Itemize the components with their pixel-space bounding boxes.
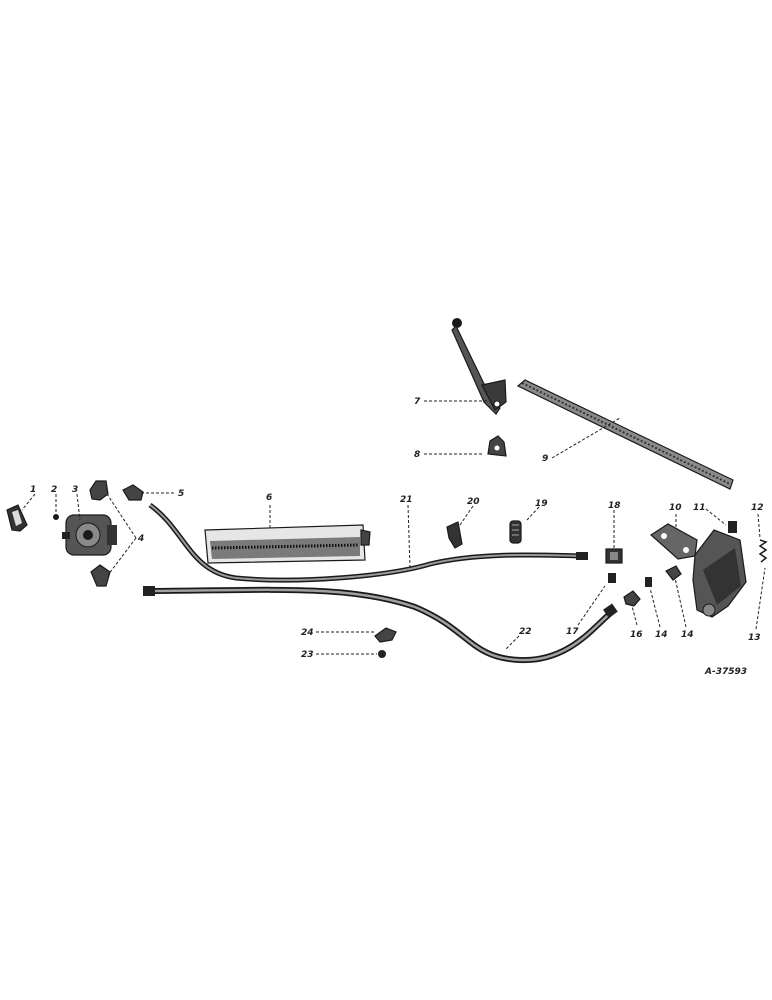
callout-14a: 14	[655, 630, 668, 640]
part-3-pump	[62, 514, 117, 556]
part-6-cooler	[204, 524, 371, 564]
part-22-tube	[143, 586, 618, 664]
callout-13: 13	[748, 633, 761, 643]
part-4-elbow-upper	[89, 480, 109, 501]
part-16-fitting	[623, 590, 641, 607]
callout-2: 2	[51, 485, 57, 495]
part-18-connector	[605, 548, 623, 564]
part-5-fitting	[122, 484, 144, 501]
reference-code: A-37593	[704, 667, 747, 677]
part-12-spring	[758, 539, 768, 563]
callout-24: 24	[301, 628, 314, 638]
part-4-elbow-lower	[90, 564, 111, 587]
callout-7: 7	[414, 397, 421, 407]
part-20-clip	[446, 521, 463, 549]
callout-10: 10	[669, 503, 682, 513]
part-1-gasket	[6, 504, 28, 532]
part-21-tube	[148, 502, 588, 583]
leader-lines	[21, 400, 766, 655]
callout-17: 17	[566, 627, 579, 637]
part-9-rod	[516, 379, 734, 490]
callout-20: 20	[467, 497, 480, 507]
callout-22: 22	[519, 627, 532, 637]
callout-4: 4	[137, 534, 144, 544]
callout-8: 8	[414, 450, 420, 460]
part-24-clamp	[374, 627, 397, 643]
callout-19: 19	[535, 499, 548, 509]
part-19-grommet	[509, 520, 522, 544]
callout-16: 16	[630, 630, 643, 640]
part-2-bolt	[53, 514, 59, 520]
callout-23: 23	[301, 650, 314, 660]
part-11-valve	[692, 521, 747, 618]
part-8-bracket	[487, 435, 507, 457]
callout-9: 9	[542, 454, 548, 464]
part-10-plate	[650, 523, 698, 560]
part-17-fitting	[608, 573, 616, 583]
part-14-fitting-a	[645, 577, 652, 587]
part-7-lever	[451, 318, 507, 415]
part-14-fitting-b	[665, 565, 682, 581]
callout-21: 21	[400, 495, 413, 505]
callout-3: 3	[72, 485, 78, 495]
callout-1: 1	[30, 485, 36, 495]
callout-14b: 14	[681, 630, 694, 640]
callout-12: 12	[751, 503, 764, 513]
callout-11: 11	[693, 503, 706, 513]
callout-18: 18	[608, 501, 621, 511]
callout-labels: 1 2 3 4 5 6 7 8 9 10 11 12 13 14 14 16 1…	[30, 397, 764, 660]
callout-6: 6	[266, 493, 272, 503]
callout-5: 5	[178, 489, 184, 499]
part-23-washer	[378, 650, 386, 658]
